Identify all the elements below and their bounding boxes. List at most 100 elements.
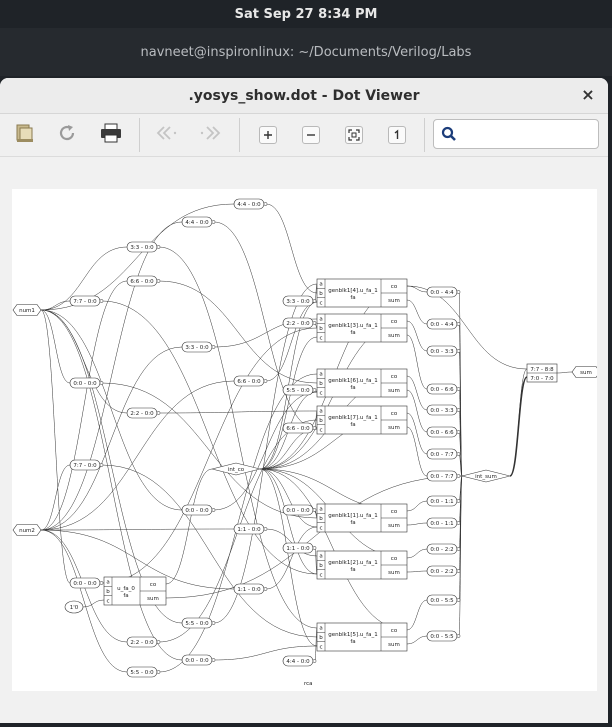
net-edge: [406, 570, 428, 573]
cell-pin-co: co: [391, 319, 398, 325]
slice-node-label: 0:0 - 2:2: [430, 547, 453, 553]
slice-node-label: 6:6 - 0:0: [237, 379, 261, 385]
reload-button[interactable]: [52, 120, 82, 150]
net-edge: [265, 528, 318, 557]
slice-node-label: 0:0 - 5:5: [430, 634, 454, 640]
slice-node-label: 3:3 - 0:0: [185, 345, 209, 351]
net-edge: [158, 246, 318, 629]
slice-port: [211, 220, 216, 224]
back-button[interactable]: [152, 120, 182, 150]
cell-name: u_fa_0: [117, 586, 135, 592]
slice-port: [456, 474, 461, 478]
net-edge: [406, 285, 528, 370]
open-button[interactable]: [10, 120, 40, 150]
slice-node-label: 0:0 - 3:3: [430, 408, 454, 414]
zoom-out-button[interactable]: [302, 126, 320, 144]
slice-node-label: 0:0 - 2:2: [430, 569, 453, 575]
zoom-in-button[interactable]: [259, 126, 277, 144]
slice-port: [456, 452, 461, 456]
cell-type: fa: [350, 567, 355, 573]
net-edge: [40, 464, 71, 531]
cell-pin-a: a: [319, 409, 322, 415]
slice-port: [312, 546, 317, 550]
slice-port: [211, 508, 216, 512]
slice-node-label: 2:2 - 0:0: [286, 321, 310, 327]
slice-node-label: 1:1 - 0:0: [237, 527, 261, 533]
port-node[interactable]: [12, 524, 42, 536]
net-edge: [40, 528, 235, 531]
slice-port: [456, 349, 461, 353]
net-edge: [509, 376, 528, 477]
close-icon[interactable]: ×: [581, 85, 595, 104]
search-input[interactable]: [462, 124, 596, 146]
terminal-title-bar: navneet@inspironlinux: ~/Documents/Veril…: [0, 28, 612, 76]
toolbar-separator: [424, 118, 425, 152]
cell-pin-a: a: [319, 626, 322, 632]
slice-port: [156, 411, 161, 415]
cell-type: fa: [350, 330, 355, 336]
slice-port: [456, 521, 461, 525]
slice-port: [156, 279, 161, 283]
slice-node-label: 0:0 - 4:4: [430, 322, 454, 328]
slice-node-label: 0:0 - 0:0: [185, 508, 209, 514]
slice-node-label: 3:3 - 0:0: [286, 299, 310, 305]
zoom-fit-button[interactable]: [345, 126, 363, 144]
cell-name: genblk1[3].u_fa_1: [328, 323, 377, 329]
cell-pin-sum: sum: [388, 570, 400, 576]
slice-port: [312, 426, 317, 430]
net-edge: [101, 464, 318, 638]
slice-port: [312, 659, 317, 663]
net-edge: [406, 635, 428, 645]
cell-type: fa: [350, 639, 355, 645]
cell-name: genblk1[4].u_fa_1: [328, 288, 377, 294]
search-box[interactable]: [433, 119, 599, 149]
net-edge: [406, 299, 428, 325]
net-edge: [406, 334, 428, 390]
net-edge: [40, 309, 71, 584]
cell-pin-co: co: [391, 374, 398, 380]
cell-pin-sum: sum: [388, 333, 400, 339]
terminal-title: navneet@inspironlinux: ~/Documents/Veril…: [140, 44, 472, 60]
print-icon: [99, 122, 123, 148]
port-node[interactable]: [12, 304, 42, 316]
port-label: sum: [580, 370, 592, 376]
wire-node[interactable]: [211, 462, 261, 476]
port-node[interactable]: [571, 366, 597, 378]
net-edge: [101, 327, 318, 584]
forward-button[interactable]: [195, 120, 225, 150]
wire-node[interactable]: [461, 469, 511, 483]
system-top-bar: Sat Sep 27 8:34 PM: [0, 0, 612, 28]
cell-type: fa: [350, 422, 355, 428]
cell-name: genblk1[2].u_fa_1: [328, 560, 377, 566]
slice-node-label: 0:0 - 1:1: [430, 499, 453, 505]
back-arrow-icon: [154, 125, 180, 145]
clock[interactable]: Sat Sep 27 8:34 PM: [234, 6, 378, 22]
open-file-icon: [14, 122, 36, 148]
zoom-100-button[interactable]: [388, 126, 406, 144]
cell-pin-b: b: [319, 418, 323, 424]
net-edge: [40, 529, 128, 673]
cell-name: genblk1[1].u_fa_1: [328, 513, 377, 519]
slice-port: [456, 322, 461, 326]
slice-node-label: 0:0 - 1:1: [430, 521, 453, 527]
cell-pin-b: b: [319, 563, 323, 569]
search-icon: [441, 126, 457, 146]
cell-pin-co: co: [391, 509, 398, 515]
net-edge: [40, 221, 183, 531]
cell-name: genblk1[7].u_fa_1: [328, 415, 377, 421]
slice-port: [312, 299, 317, 303]
print-button[interactable]: [96, 120, 126, 150]
net-edge: [40, 529, 235, 590]
slice-node-label: 4:4 - 0:0: [185, 220, 209, 226]
constant-node[interactable]: [64, 600, 84, 614]
window-title-bar[interactable]: .yosys_show.dot - Dot Viewer ×: [0, 78, 608, 114]
slice-port: [456, 430, 461, 434]
cell-pin-sum: sum: [147, 596, 159, 602]
slice-port: [456, 387, 461, 391]
net-edge: [165, 475, 463, 599]
cell-pin-c: c: [319, 644, 322, 650]
cell-type: fa: [350, 385, 355, 391]
cell-pin-a: a: [319, 554, 322, 560]
